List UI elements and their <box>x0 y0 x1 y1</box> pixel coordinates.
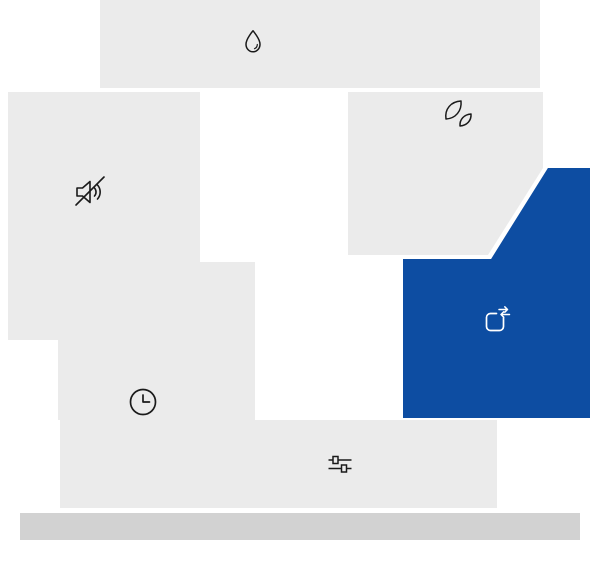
speaker-muted-icon <box>75 176 105 206</box>
tile-water[interactable] <box>100 0 540 88</box>
tile-settings[interactable] <box>60 420 497 508</box>
clock-icon <box>129 388 157 416</box>
tap-swap-icon <box>485 306 511 332</box>
sliders-icon <box>328 455 352 473</box>
footer-handle-bar <box>20 513 580 540</box>
water-drop-icon <box>245 30 261 53</box>
leaf-pair-icon <box>445 100 472 127</box>
tile-time[interactable] <box>58 262 255 420</box>
